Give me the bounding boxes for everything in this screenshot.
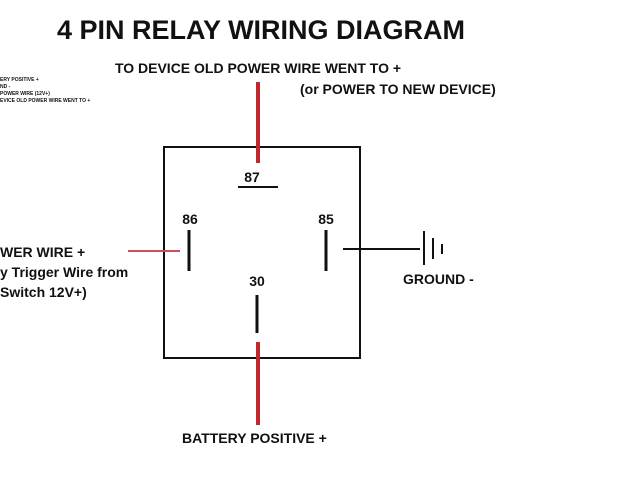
ground-icon bbox=[423, 231, 443, 265]
battery-label: BATTERY POSITIVE + bbox=[182, 430, 327, 446]
legend-line: POWER WIRE (12V+) bbox=[0, 91, 50, 97]
left-label-line: WER WIRE + bbox=[0, 244, 85, 260]
legend-line: EVICE OLD POWER WIRE WENT TO + bbox=[0, 98, 90, 104]
left-label-line: Switch 12V+) bbox=[0, 284, 87, 300]
relay-box bbox=[163, 146, 361, 359]
diagram-title: 4 PIN RELAY WIRING DIAGRAM bbox=[57, 15, 465, 45]
top-sublabel: (or POWER TO NEW DEVICE) bbox=[300, 81, 496, 97]
pin-85-label: 85 bbox=[318, 211, 334, 227]
legend-line: ERY POSITIVE + bbox=[0, 77, 39, 83]
left-label-line: y Trigger Wire from bbox=[0, 264, 128, 280]
top-label: TO DEVICE OLD POWER WIRE WENT TO + bbox=[115, 60, 401, 76]
ground-label: GROUND - bbox=[403, 271, 474, 287]
legend: ERY POSITIVE + ND - POWER WIRE (12V+) EV… bbox=[0, 77, 90, 104]
pin-86-label: 86 bbox=[182, 211, 198, 227]
pin-87-label: 87 bbox=[244, 169, 260, 185]
legend-line: ND - bbox=[0, 84, 11, 90]
pin-30-label: 30 bbox=[249, 273, 265, 289]
